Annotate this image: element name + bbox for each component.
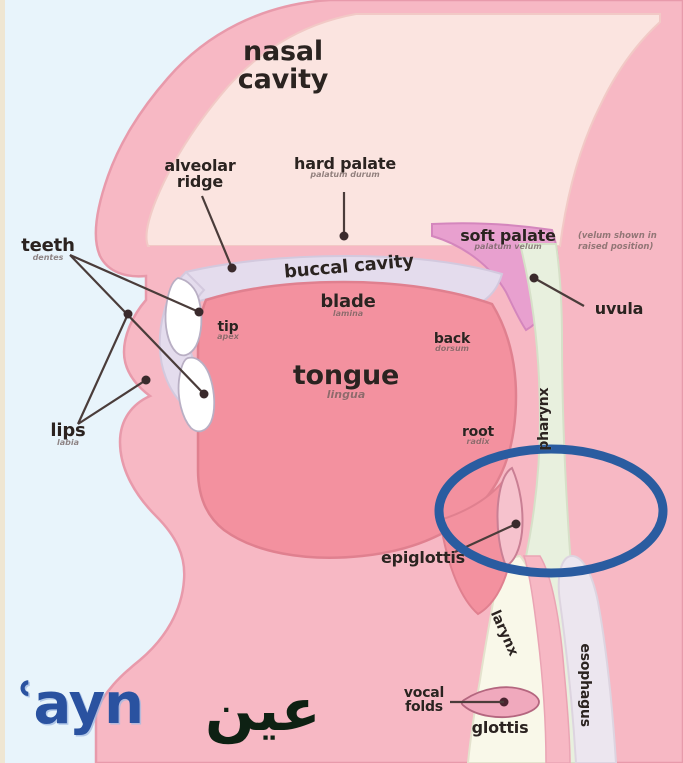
latin-palatum-velum: palatum velum [474, 242, 542, 252]
label-epiglottis: epiglottis [380, 548, 466, 567]
label-pharynx: pharynx [535, 387, 552, 451]
leader-uvula [533, 277, 585, 307]
label-tongue: tongue lingua [276, 362, 416, 400]
label-blade: blade lamina [310, 292, 386, 319]
label-hard-palate: hard palate palatum durum [283, 155, 407, 180]
highlight-ellipse-annotation [434, 444, 668, 578]
label-lips: lips labia [42, 421, 94, 448]
label-alveolar-ridge: alveolar ridge [164, 156, 236, 192]
label-nasal-cavity: nasal cavity [237, 36, 329, 95]
label-esophagus: esophagus [577, 643, 594, 727]
latin-apex: apex [217, 332, 239, 342]
note-velum-raised-position: (velum shown in raised position) [578, 231, 657, 252]
label-vocal-folds: vocal folds [403, 685, 445, 716]
leader-alveolar-ridge [200, 195, 234, 269]
arabic-caption: عين [205, 676, 321, 744]
leader-endpoint-dots [123, 231, 539, 529]
transliteration-caption: ʿayn [14, 672, 144, 737]
left-edge-strip [0, 0, 5, 763]
label-uvula: uvula [594, 299, 644, 318]
latin-radix: radix [466, 437, 490, 447]
label-root: root radix [452, 425, 504, 446]
leader-lips-lower [77, 379, 147, 425]
latin-lamina: lamina [332, 309, 364, 319]
esophagus-region [557, 554, 618, 763]
label-teeth: teeth dentes [12, 236, 84, 263]
larynx-esophagus-divider [522, 555, 571, 763]
label-back: back dorsum [424, 332, 480, 353]
latin-dorsum: dorsum [435, 344, 469, 354]
label-soft-palate: soft palate palatum velum [449, 227, 567, 252]
leader-teeth-upper [69, 253, 200, 314]
latin-labia: labia [56, 438, 79, 448]
latin-lingua: lingua [326, 387, 366, 401]
label-tip: tip apex [206, 320, 250, 341]
upper-teeth-shape [164, 277, 203, 357]
latin-dentes: dentes [32, 253, 64, 263]
leader-lips-upper [76, 313, 130, 425]
tongue-shape [196, 280, 518, 559]
latin-palatum-durum: palatum durum [310, 170, 380, 180]
label-glottis: glottis [471, 718, 529, 737]
nasal-cavity-region [145, 13, 661, 247]
leader-teeth-lower [69, 254, 205, 395]
